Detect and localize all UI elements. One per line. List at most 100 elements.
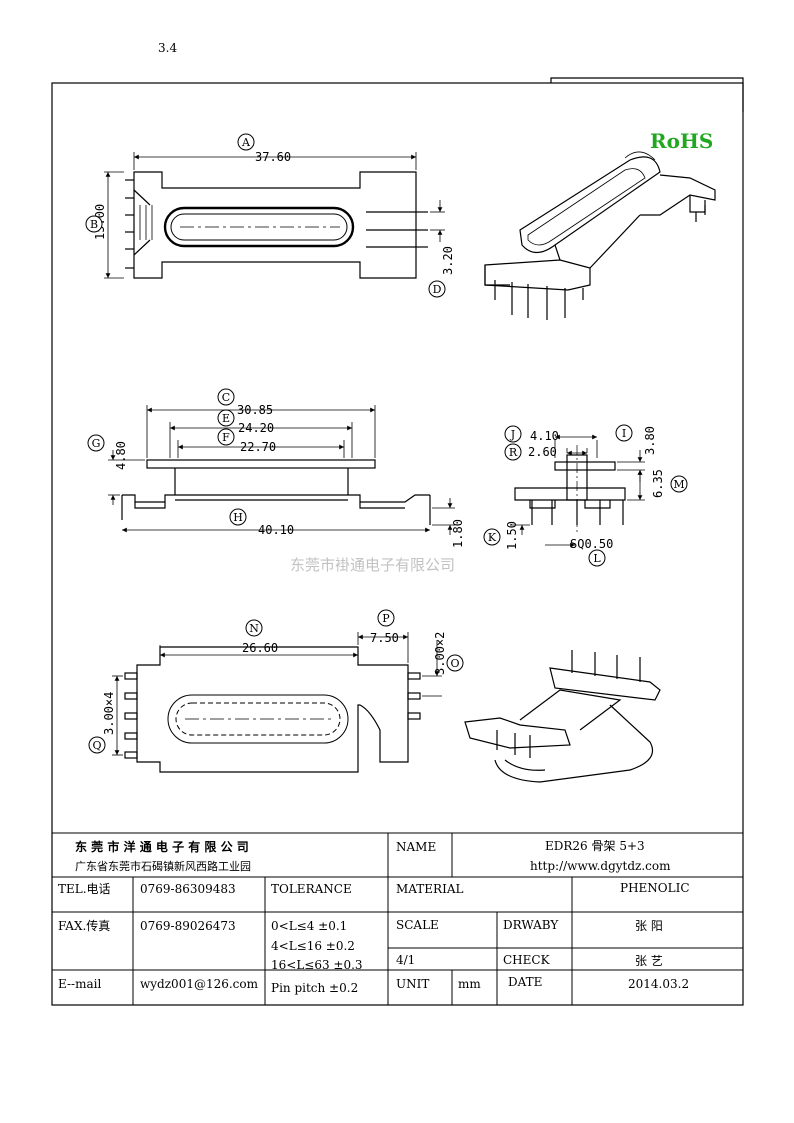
dim-h2-value: 1.80: [451, 519, 465, 548]
label-k: K: [483, 528, 501, 546]
check-value: 张 艺: [635, 954, 663, 968]
tolerance-label: TOLERANCE: [271, 882, 352, 896]
label-r: R: [504, 443, 522, 461]
front-view: [121, 459, 431, 525]
dim-g-value: 4.80: [114, 441, 128, 470]
label-n: N: [245, 619, 263, 637]
dim-h-value: 40.10: [258, 523, 294, 537]
dim-a-value: 37.60: [255, 150, 291, 164]
dim-d-value: 3.20: [441, 246, 455, 275]
tolerance-line-2: 4<L≤16 ±0.2: [271, 939, 355, 953]
part-name: EDR26 骨架 5+3: [545, 839, 645, 853]
dim-q-value: 3.00×4: [102, 692, 116, 735]
side-view-dims: [510, 434, 645, 548]
isometric-view-bottom: [464, 650, 661, 783]
label-e: E: [217, 409, 235, 427]
svg-text:M: M: [673, 478, 684, 491]
dim-o-value: 3.00×2: [433, 632, 447, 675]
label-a: A: [237, 133, 255, 151]
drawby-label: DRWABY: [503, 918, 559, 932]
svg-text:D: D: [433, 283, 442, 296]
drawby-value: 张 阳: [635, 919, 663, 933]
label-p: P: [377, 609, 395, 627]
svg-text:O: O: [450, 657, 459, 670]
scale-label: SCALE: [396, 918, 439, 932]
svg-text:R: R: [509, 446, 518, 459]
company-website[interactable]: http://www.dgytdz.com: [530, 859, 671, 873]
dim-r-value: 2.60: [528, 445, 557, 459]
date-label: DATE: [508, 975, 542, 989]
label-i: I: [615, 424, 633, 442]
svg-text:L: L: [593, 552, 601, 565]
company-name: 东 莞 市 洋 通 电 子 有 限 公 司: [75, 839, 249, 854]
page-mark: 3.4: [158, 41, 177, 55]
svg-text:P: P: [382, 612, 390, 625]
email-value[interactable]: wydz001@126.com: [140, 977, 259, 991]
svg-text:F: F: [222, 431, 230, 444]
check-label: CHECK: [503, 953, 551, 967]
svg-text:J: J: [510, 428, 515, 441]
frame-corner-tab: [550, 77, 744, 112]
label-q: Q: [88, 736, 106, 754]
watermark: 东莞市褂通电子有限公司: [290, 556, 455, 574]
label-m: M: [670, 475, 688, 493]
dim-k-value: 1.50: [505, 521, 519, 550]
tel-label: TEL.电话: [58, 882, 111, 896]
label-h: H: [229, 508, 247, 526]
fax-value: 0769-89026473: [140, 919, 236, 933]
tolerance-line-3: 16<L≤63 ±0.3: [271, 958, 363, 972]
dim-e-value: 24.20: [238, 421, 274, 435]
label-g: G: [87, 434, 105, 452]
svg-text:B: B: [90, 218, 98, 231]
drawing-frame: [51, 82, 744, 1006]
material-value: PHENOLIC: [620, 881, 690, 895]
front-view-dims: [108, 405, 455, 535]
tolerance-line-1: 0<L≤4 ±0.1: [271, 919, 347, 933]
rohs-mark: RoHS: [650, 129, 713, 153]
svg-text:K: K: [488, 531, 497, 544]
label-l: L: [588, 549, 606, 567]
material-label: MATERIAL: [396, 882, 464, 896]
scale-value: 4/1: [396, 953, 415, 967]
dim-m-value: 6.35: [651, 469, 665, 498]
fax-label: FAX.传真: [58, 918, 110, 933]
label-f: F: [217, 428, 235, 446]
label-b: B: [85, 215, 103, 233]
svg-text:E: E: [222, 412, 230, 425]
svg-text:H: H: [233, 511, 243, 524]
email-label: E--mail: [58, 977, 101, 991]
unit-label: UNIT: [396, 977, 429, 991]
dim-l-value: SQ0.50: [570, 537, 613, 551]
label-d: D: [428, 280, 446, 298]
dim-j-value: 4.10: [530, 429, 559, 443]
tel-value: 0769-86309483: [140, 882, 236, 896]
dim-i-value: 3.80: [643, 426, 657, 455]
svg-text:N: N: [249, 622, 259, 635]
label-o: O: [446, 654, 464, 672]
svg-text:A: A: [241, 136, 251, 149]
title-block-grid: [52, 832, 743, 1005]
name-label: NAME: [396, 840, 436, 854]
side-view: [514, 445, 626, 535]
unit-value: mm: [458, 977, 481, 991]
company-address: 广东省东莞市石碣镇新风西路工业园: [75, 859, 251, 873]
label-c: C: [217, 388, 235, 406]
date-value: 2014.03.2: [628, 977, 689, 991]
top-view: [125, 171, 428, 279]
label-j: J: [504, 425, 522, 443]
dimension-labels: A B C D E F G H I J K L M N O P Q R: [85, 133, 688, 754]
top-view-dims: [104, 152, 445, 279]
tolerance-line-4: Pin pitch ±0.2: [271, 981, 358, 995]
svg-text:Q: Q: [92, 739, 101, 752]
isometric-view-top: [484, 151, 716, 320]
dim-f-value: 22.70: [240, 440, 276, 454]
dim-c-value: 30.85: [237, 403, 273, 417]
svg-text:C: C: [222, 391, 230, 404]
dim-n-value: 26.60: [242, 641, 278, 655]
svg-text:I: I: [622, 427, 626, 440]
svg-text:G: G: [92, 437, 101, 450]
bottom-view-dims: [112, 632, 442, 756]
dim-p-value: 7.50: [370, 631, 399, 645]
bottom-view: [124, 646, 421, 773]
